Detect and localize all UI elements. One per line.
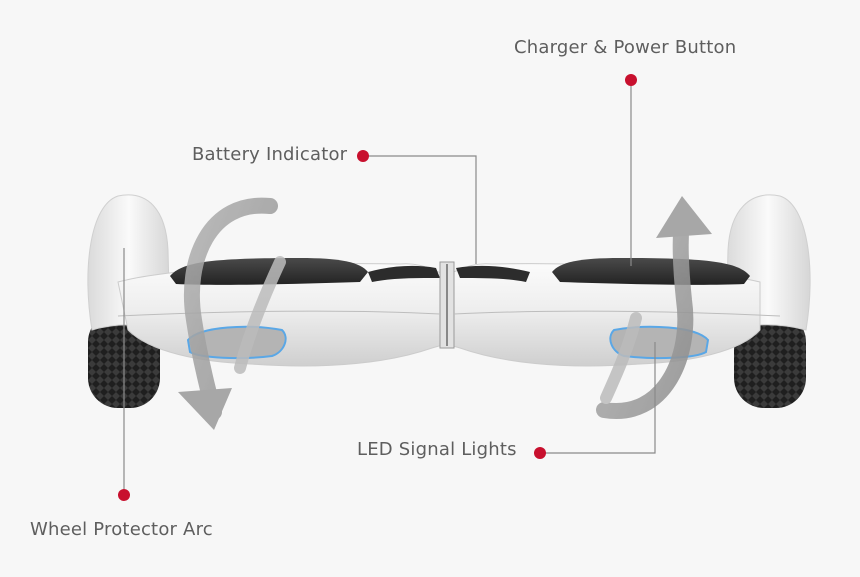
charger-power-button-label: Charger & Power Button [514, 37, 737, 58]
center-band-left [368, 265, 440, 282]
center-band-right [456, 265, 530, 282]
callout-markers [118, 74, 637, 501]
battery-indicator-label: Battery Indicator [192, 144, 348, 165]
leader-lines [123, 80, 656, 495]
battery-leader-line [363, 155, 477, 264]
battery-marker [357, 150, 369, 162]
led-marker [534, 447, 546, 459]
body-seam [117, 310, 781, 317]
led-signal-lights-label: LED Signal Lights [357, 439, 517, 460]
charger-marker [625, 74, 637, 86]
rotate-backward-arrow-icon [596, 196, 712, 420]
right-foot-pad [552, 258, 750, 285]
wheel-protector-arc-label: Wheel Protector Arc [30, 519, 213, 540]
left-foot-pad [170, 258, 368, 285]
left-led-recess [186, 325, 287, 360]
wheel-marker [118, 489, 130, 501]
led-leader-line [540, 342, 656, 454]
rotate-forward-arrow-icon [178, 197, 286, 430]
